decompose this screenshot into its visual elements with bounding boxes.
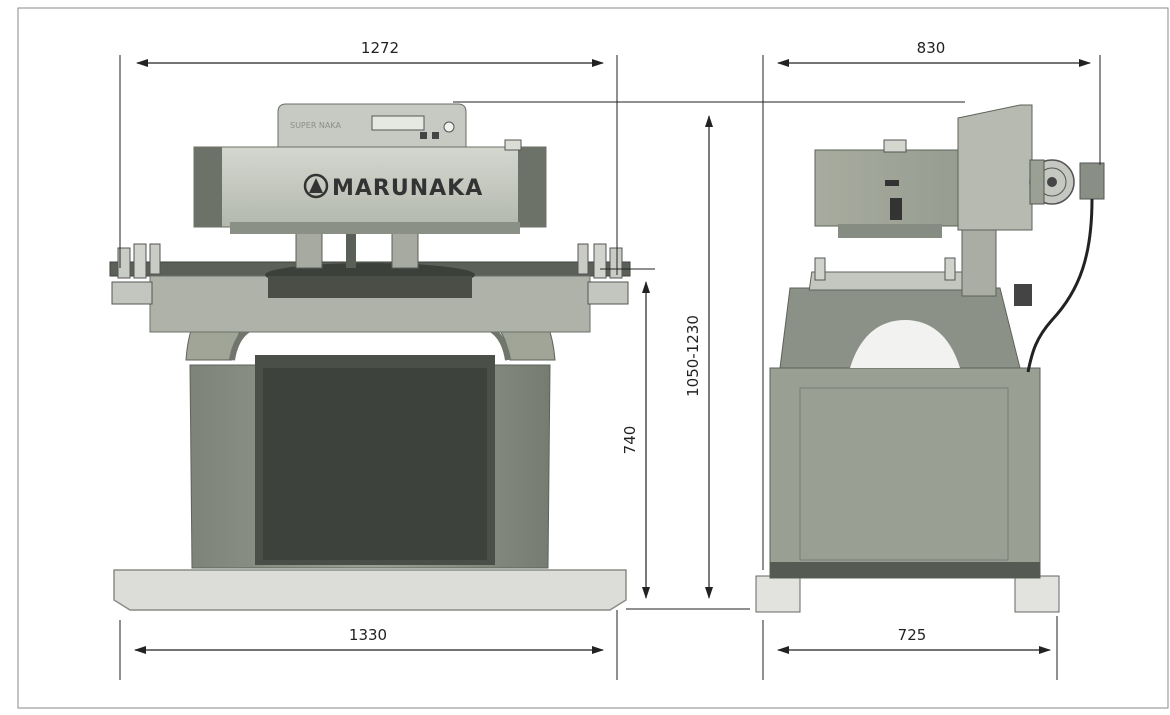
side-foot-left	[755, 575, 801, 613]
front-column-right	[391, 227, 419, 269]
marunaka-logo: MARUNAKA	[303, 173, 483, 201]
side-switch-box	[1079, 162, 1105, 200]
front-head	[193, 146, 547, 228]
panel-button-2	[432, 132, 439, 139]
panel-knob	[443, 121, 455, 133]
page-frame	[17, 7, 1169, 709]
front-base-plate	[113, 569, 627, 611]
side-power-cable	[1026, 198, 1094, 373]
side-column	[961, 225, 997, 297]
dim-label-top-front: 1272	[361, 39, 399, 57]
dim-label-base-front: 1330	[349, 626, 387, 644]
front-left-clamps	[111, 243, 161, 305]
panel-button-1	[420, 132, 427, 139]
front-column-left	[295, 227, 323, 269]
side-foot-right	[1014, 575, 1060, 613]
side-motor	[1029, 159, 1075, 205]
side-cabinet	[769, 367, 1041, 579]
panel-brand-text: SUPER NAKA	[290, 121, 341, 130]
panel-display	[371, 115, 425, 131]
side-work-table	[808, 271, 983, 291]
side-view-machine	[755, 104, 1105, 613]
dim-label-table-height: 740	[621, 426, 639, 455]
dimension-lines	[119, 55, 1101, 680]
side-rear-housing	[957, 104, 1033, 231]
dim-label-base-side: 725	[898, 626, 927, 644]
logo-text: MARUNAKA	[332, 176, 483, 201]
dim-label-total-height: 1050-1230	[684, 315, 702, 397]
front-view-machine: MARUNAKA SUPER NAKA	[109, 103, 631, 611]
dim-label-top-side: 830	[917, 39, 946, 57]
front-right-clamps	[577, 243, 629, 305]
